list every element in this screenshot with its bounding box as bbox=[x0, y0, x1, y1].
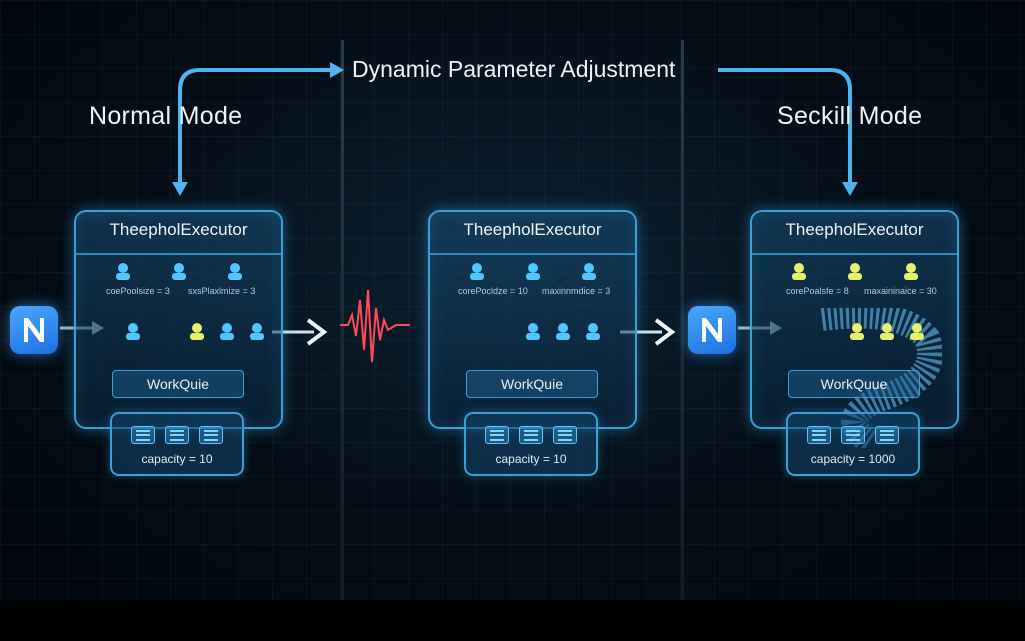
executor-title: TheepholExecutor bbox=[785, 220, 924, 239]
queue-icon bbox=[519, 426, 543, 444]
max-pool-param: maxinnmdice = 3 bbox=[542, 286, 611, 296]
queue-icon bbox=[199, 426, 223, 444]
user-icon bbox=[846, 262, 864, 280]
core-pool-param: corePoalsfe = 8 bbox=[786, 286, 849, 296]
user-icon bbox=[124, 322, 142, 340]
user-icon bbox=[114, 262, 132, 280]
queue-icon bbox=[875, 426, 899, 444]
user-icon bbox=[524, 262, 542, 280]
user-icon bbox=[226, 262, 244, 280]
panel-divider bbox=[752, 253, 957, 255]
core-workers bbox=[76, 262, 281, 280]
section-divider bbox=[341, 40, 344, 600]
core-pool-param: corePocldze = 10 bbox=[458, 286, 528, 296]
queue-icon bbox=[131, 426, 155, 444]
task-workers bbox=[124, 322, 266, 340]
user-icon bbox=[248, 322, 266, 340]
work-queue-label: WorkQuie bbox=[112, 370, 244, 398]
executor-title: TheepholExecutor bbox=[463, 220, 602, 239]
flow-arrows bbox=[172, 62, 858, 196]
flow-label: Dynamic Parameter Adjustment bbox=[352, 56, 676, 82]
executor-panel-transition: TheepholExecutor corePocldze = 10 maxinn… bbox=[428, 210, 637, 429]
capacity-label: capacity = 10 bbox=[495, 452, 567, 466]
executor-panel-normal: TheepholExecutor coePoolsize = 3 sxsPlax… bbox=[74, 210, 283, 429]
user-icon bbox=[902, 262, 920, 280]
core-pool-param: coePoolsize = 3 bbox=[106, 286, 170, 296]
user-icon bbox=[878, 322, 896, 340]
seckill-mode-title: Seckill Mode bbox=[777, 102, 923, 130]
letterbox-bottom bbox=[0, 600, 1025, 641]
diagram-canvas: Dynamic Parameter Adjustment Normal Mode… bbox=[0, 0, 1025, 600]
user-icon bbox=[584, 322, 602, 340]
user-icon bbox=[524, 322, 542, 340]
user-icon bbox=[554, 322, 572, 340]
capacity-box-normal: capacity = 10 bbox=[110, 412, 244, 476]
capacity-box-transition: capacity = 10 bbox=[464, 412, 598, 476]
user-icon bbox=[468, 262, 486, 280]
core-workers bbox=[752, 262, 957, 280]
waveform-icon bbox=[340, 289, 410, 363]
user-icon bbox=[188, 322, 206, 340]
normal-mode-title: Normal Mode bbox=[89, 102, 243, 130]
user-icon bbox=[580, 262, 598, 280]
queue-icon bbox=[553, 426, 577, 444]
queue-icon bbox=[841, 426, 865, 444]
user-icon bbox=[218, 322, 236, 340]
task-workers bbox=[848, 322, 926, 340]
executor-title: TheepholExecutor bbox=[109, 220, 248, 239]
queue-icon bbox=[485, 426, 509, 444]
panel-divider bbox=[76, 253, 281, 255]
user-icon bbox=[848, 322, 866, 340]
capacity-label: capacity = 10 bbox=[141, 452, 213, 466]
core-workers bbox=[430, 262, 635, 280]
task-workers bbox=[524, 322, 602, 340]
executor-panel-seckill: TheepholExecutor corePoalsfe = 8 maxaini… bbox=[750, 210, 959, 448]
n-logo-icon bbox=[10, 306, 58, 354]
max-pool-param: sxsPlaxlmize = 3 bbox=[188, 286, 256, 296]
work-queue-label: WorkQuue bbox=[788, 370, 920, 398]
user-icon bbox=[908, 322, 926, 340]
queue-icon bbox=[165, 426, 189, 444]
queue-overflow-stream bbox=[820, 308, 942, 448]
work-queue-label: WorkQuie bbox=[466, 370, 598, 398]
section-divider bbox=[681, 40, 684, 600]
panel-divider bbox=[430, 253, 635, 255]
max-pool-param: maxaininaice = 30 bbox=[864, 286, 937, 296]
user-icon bbox=[790, 262, 808, 280]
capacity-box-seckill: capacity = 1000 bbox=[786, 412, 920, 476]
capacity-label: capacity = 1000 bbox=[810, 452, 896, 466]
n-logo-icon bbox=[688, 306, 736, 354]
user-icon bbox=[170, 262, 188, 280]
queue-icon bbox=[807, 426, 831, 444]
